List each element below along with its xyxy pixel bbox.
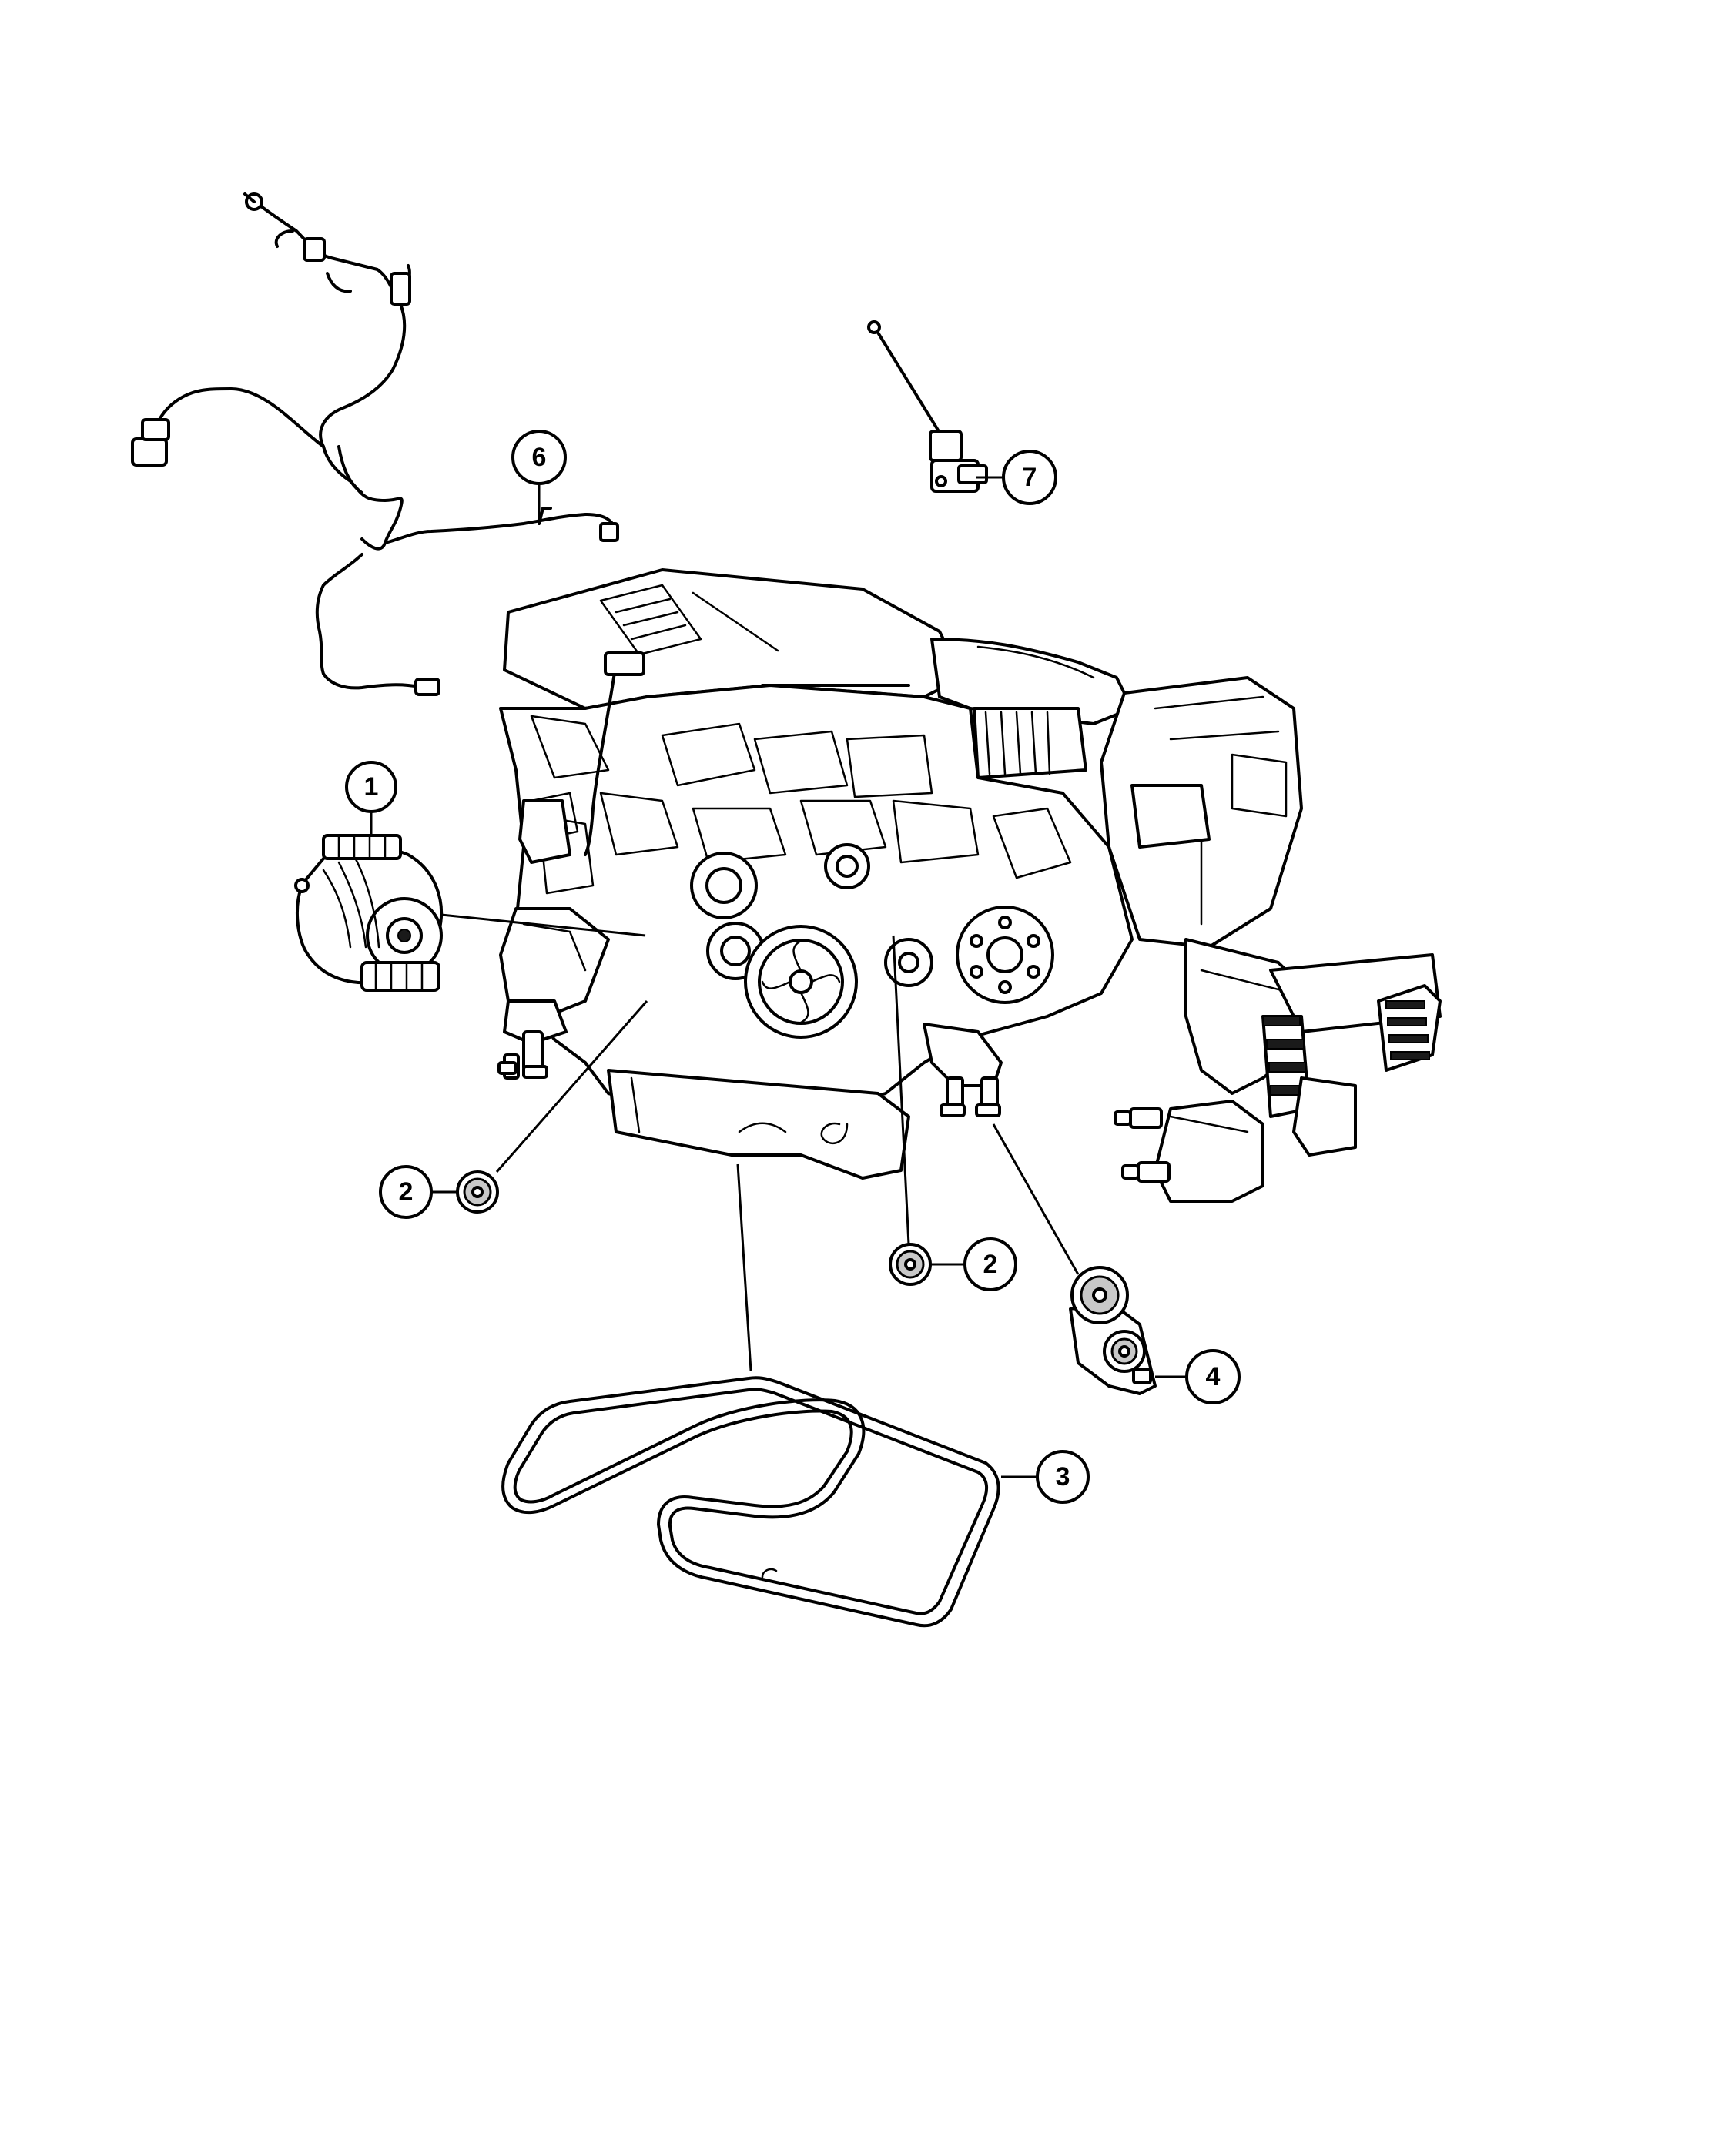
callout-4: 4 [1185, 1349, 1241, 1404]
idler-pulley-left [456, 1170, 499, 1214]
svg-text:2: 2 [983, 1250, 998, 1279]
svg-text:4: 4 [1206, 1362, 1221, 1391]
svg-text:1: 1 [364, 772, 379, 802]
serpentine-belt [501, 1376, 1000, 1628]
callout-2-right: 2 [963, 1237, 1017, 1291]
belt-tensioner [1069, 1266, 1157, 1395]
svg-text:7: 7 [1023, 463, 1037, 492]
callout-2-left: 2 [379, 1165, 433, 1219]
exhaust-assembly [1114, 938, 1442, 1203]
callout-6: 6 [511, 430, 567, 485]
alternator [294, 834, 443, 992]
callout-7: 7 [1002, 450, 1057, 505]
engine-assembly [497, 568, 1303, 1180]
wiring-harness [131, 192, 619, 696]
idler-pulley-right [889, 1243, 932, 1286]
svg-text:2: 2 [399, 1177, 414, 1207]
leader-lines [370, 476, 1186, 1478]
svg-text:3: 3 [1056, 1462, 1070, 1491]
callout-1: 1 [345, 761, 397, 813]
callout-3: 3 [1036, 1450, 1090, 1504]
sensor [867, 320, 988, 493]
svg-text:6: 6 [532, 443, 547, 472]
